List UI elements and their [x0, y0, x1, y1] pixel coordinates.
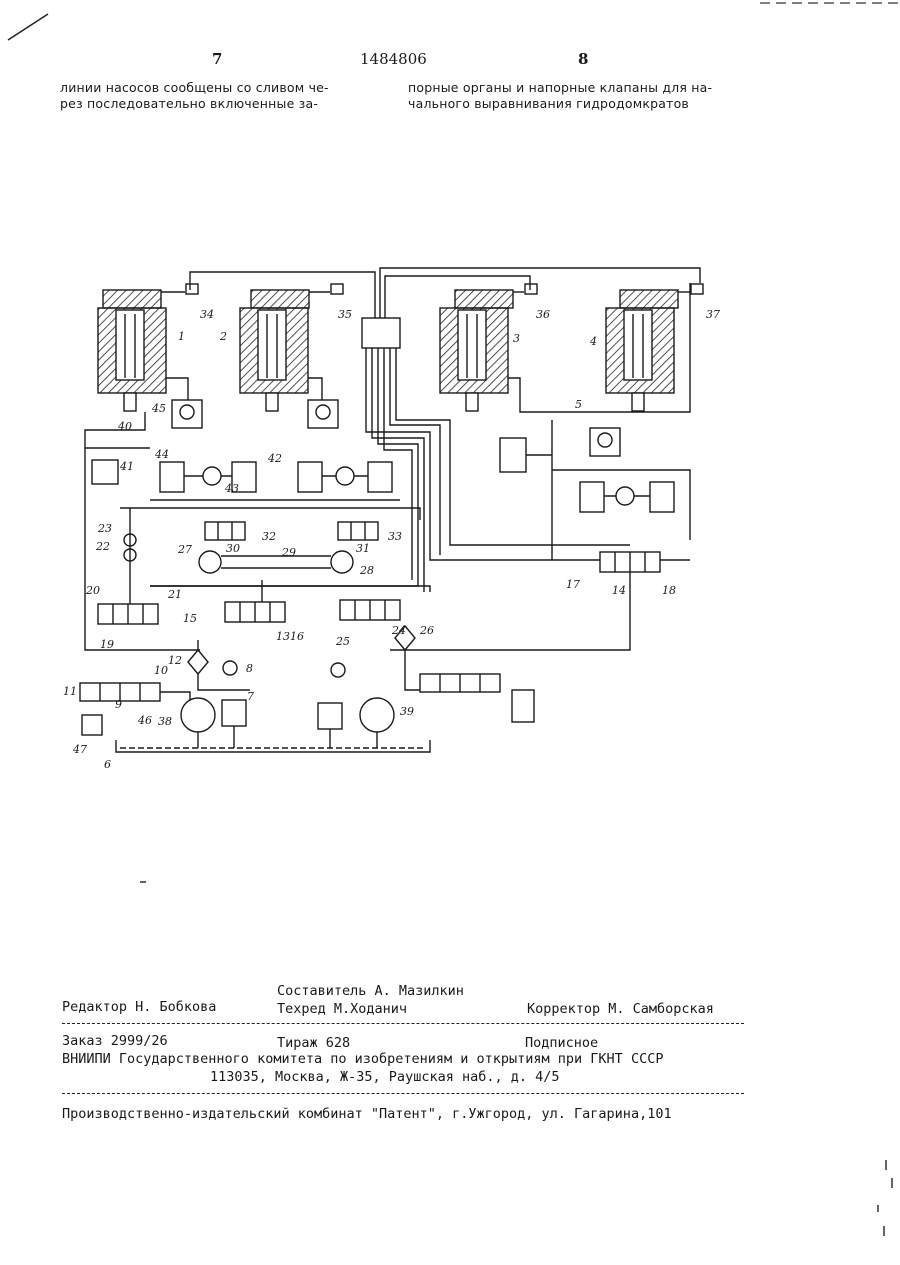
- margin-marks: [0, 0, 900, 1265]
